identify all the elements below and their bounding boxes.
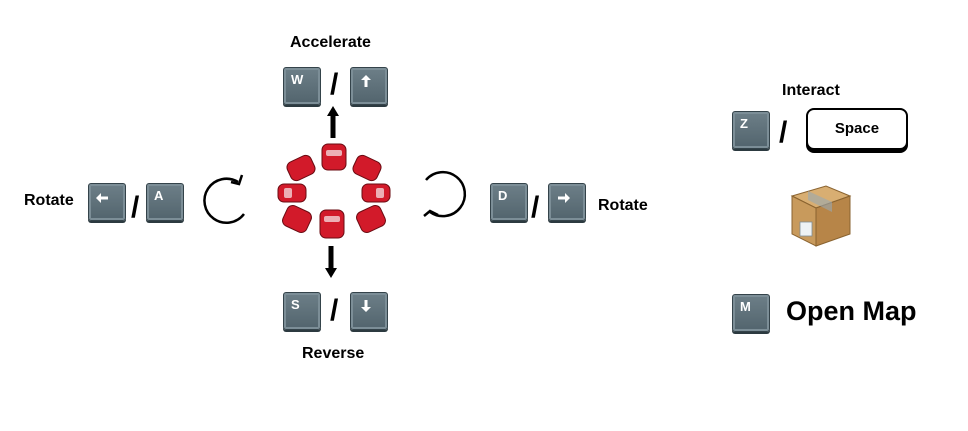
separator: /: [779, 116, 788, 149]
rotate-left-label: Rotate: [24, 192, 74, 209]
key-a-label: A: [154, 188, 164, 203]
separator: /: [531, 191, 540, 224]
car-rotation-sprites: [277, 143, 391, 239]
key-w[interactable]: W: [283, 67, 321, 105]
interact-label: Interact: [782, 82, 840, 99]
key-a[interactable]: A: [146, 183, 184, 221]
rotate-clockwise-icon: [423, 170, 467, 218]
arrow-left-icon: [96, 193, 108, 203]
key-down-arrow[interactable]: [350, 292, 388, 330]
key-w-label: W: [291, 72, 304, 87]
key-d[interactable]: D: [490, 183, 528, 221]
key-left-arrow[interactable]: [88, 183, 126, 221]
arrow-right-icon: [558, 193, 570, 203]
key-z-label: Z: [740, 116, 748, 131]
separator: /: [330, 294, 339, 327]
car-icon: [277, 143, 391, 239]
package-box-icon: [790, 185, 852, 247]
key-z[interactable]: Z: [732, 111, 770, 149]
key-m-label: M: [740, 299, 751, 314]
separator: /: [330, 68, 339, 101]
backward-arrow-icon: [325, 246, 337, 278]
arrow-down-icon: [361, 300, 371, 312]
open-map-label: Open Map: [786, 296, 917, 326]
accelerate-label: Accelerate: [290, 34, 371, 51]
key-right-arrow[interactable]: [548, 183, 586, 221]
rotate-right-label: Rotate: [598, 197, 648, 214]
key-s[interactable]: S: [283, 292, 321, 330]
key-space[interactable]: Space: [806, 108, 908, 150]
rotate-counterclockwise-icon: [203, 174, 245, 224]
forward-arrow-icon: [327, 106, 339, 138]
separator: /: [131, 191, 140, 224]
key-up-arrow[interactable]: [350, 67, 388, 105]
arrow-up-icon: [361, 75, 371, 87]
key-s-label: S: [291, 297, 300, 312]
reverse-label: Reverse: [302, 345, 365, 362]
key-m[interactable]: M: [732, 294, 770, 332]
key-d-label: D: [498, 188, 508, 203]
